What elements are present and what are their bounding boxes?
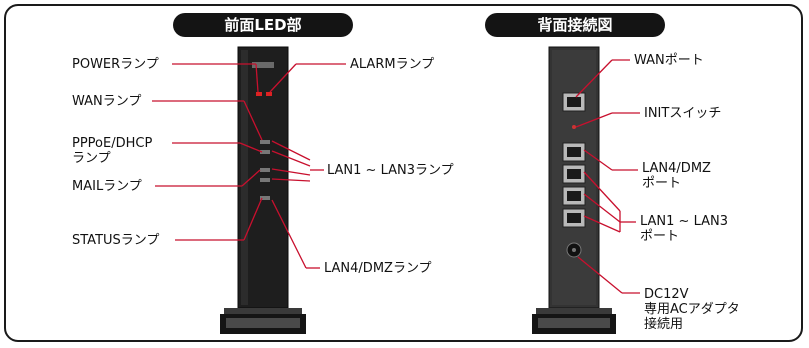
front-led-title: 前面LED部 bbox=[173, 13, 353, 37]
label-power-lamp: POWERランプ bbox=[72, 57, 159, 72]
label-init-switch: INITスイッチ bbox=[644, 106, 722, 121]
label-lan4-dmz-port: LAN4/DMZ ポート bbox=[642, 161, 711, 191]
label-status-lamp: STATUSランプ bbox=[72, 233, 160, 248]
label-pppoe-dhcp-lamp: PPPoE/DHCP ランプ bbox=[72, 136, 153, 166]
label-alarm-lamp: ALARMランプ bbox=[350, 57, 435, 72]
label-mail-lamp: MAILランプ bbox=[72, 179, 142, 194]
label-lan1-3-port: LAN1 ~ LAN3 ポート bbox=[640, 214, 729, 244]
label-wan-lamp: WANランプ bbox=[72, 94, 142, 109]
label-lan4-dmz-lamp: LAN4/DMZランプ bbox=[324, 261, 432, 276]
rear-connection-title: 背面接続図 bbox=[485, 13, 665, 37]
rear-leader-lines bbox=[575, 59, 640, 294]
rear-device bbox=[532, 46, 616, 334]
diagram-frame bbox=[4, 4, 803, 342]
label-dc12v-adapter: DC12V 専用ACアダプタ 接続用 bbox=[644, 287, 740, 332]
front-leader-lines bbox=[152, 63, 346, 269]
label-lan1-3-lamp: LAN1 ~ LAN3ランプ bbox=[327, 163, 454, 178]
label-wan-port: WANポート bbox=[634, 53, 704, 68]
front-device bbox=[220, 46, 306, 334]
